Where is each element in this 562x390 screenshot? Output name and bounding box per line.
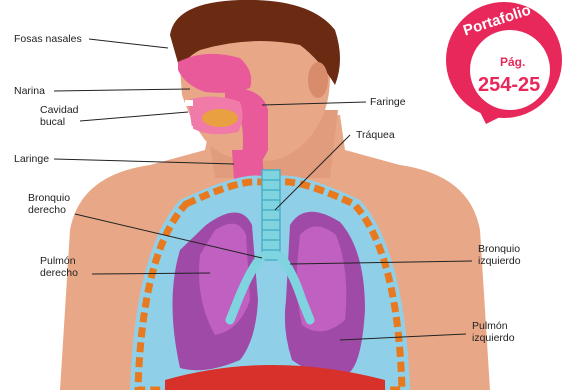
trachea [262,170,280,260]
label-pulmon-derecho: Pulmón derecho [40,255,100,279]
upper-teeth [185,100,193,106]
label-bronquio-izquierdo: Bronquio izquierdo [478,243,543,267]
label-bronquio-derecho: Bronquio derecho [28,192,88,216]
label-narina: Narina [14,85,45,97]
tongue [202,109,238,127]
label-traquea: Tráquea [356,129,395,141]
badge-pages: 254-25 [478,74,540,97]
label-fosas-nasales: Fosas nasales [14,33,82,45]
label-faringe: Faringe [370,96,406,108]
larynx [232,150,264,180]
label-cavidad-bucal: Cavidad bucal [40,104,95,128]
label-laringe: Laringe [14,153,49,165]
portafolio-badge[interactable]: Portafolio Pág. 254-25 [438,0,562,124]
ear [308,62,328,98]
badge-page-label: Pág. [500,55,525,69]
lower-teeth [185,126,193,132]
label-pulmon-izquierdo: Pulmón izquierdo [472,320,537,344]
